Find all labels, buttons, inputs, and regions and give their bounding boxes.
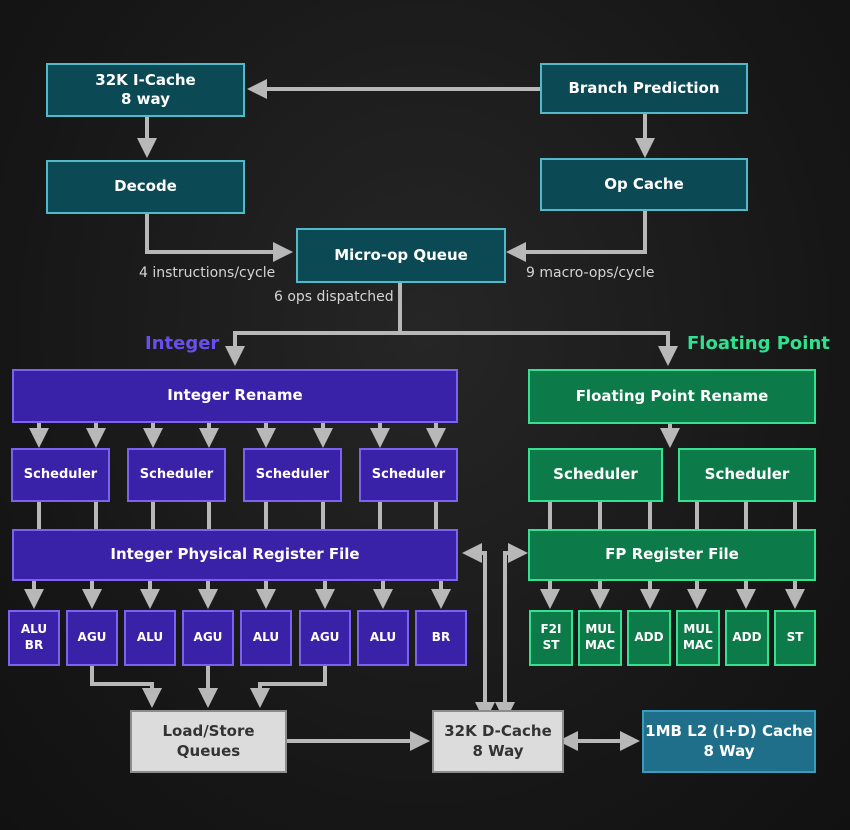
integer-unit-agu-1: AGU [66,610,118,666]
integer-heading: Integer [145,333,220,354]
fp-unit-add-2: ADD [725,610,769,666]
fp-unit-mul-mac-1: MUL MAC [578,610,622,666]
integer-rename-block: Integer Rename [12,369,458,423]
load-store-queues-block: Load/Store Queues [130,710,287,773]
fp-scheduler-2: Scheduler [678,448,816,502]
decode-block: Decode [46,160,245,214]
integer-scheduler-1: Scheduler [11,448,110,502]
micro-op-queue-block: Micro-op Queue [296,228,506,283]
integer-unit-br: BR [415,610,467,666]
fp-unit-st: ST [774,610,816,666]
integer-scheduler-4: Scheduler [359,448,458,502]
opcache-rate-label: 9 macro-ops/cycle [526,265,655,281]
integer-unit-alu-3: ALU [357,610,409,666]
l2-cache-block: 1MB L2 (I+D) Cache 8 Way [642,710,816,773]
icache-block: 32K I-Cache 8 way [46,63,245,117]
branch-prediction-block: Branch Prediction [540,63,748,114]
integer-unit-alu-1: ALU [124,610,176,666]
fp-scheduler-1: Scheduler [528,448,663,502]
integer-unit-agu-3: AGU [299,610,351,666]
dcache-block: 32K D-Cache 8 Way [432,710,564,773]
decode-rate-label: 4 instructions/cycle [139,265,276,281]
fp-unit-mul-mac-2: MUL MAC [676,610,720,666]
fp-register-file-block: FP Register File [528,529,816,581]
integer-unit-alu-br: ALU BR [8,610,60,666]
integer-unit-alu-2: ALU [240,610,292,666]
integer-register-file-block: Integer Physical Register File [12,529,458,581]
integer-scheduler-3: Scheduler [243,448,342,502]
integer-scheduler-2: Scheduler [127,448,226,502]
integer-unit-agu-2: AGU [182,610,234,666]
dispatch-rate-label: 6 ops dispatched [274,289,394,305]
floating-point-heading: Floating Point [687,333,830,354]
op-cache-block: Op Cache [540,158,748,211]
fp-unit-f2i-st: F2I ST [529,610,573,666]
fp-rename-block: Floating Point Rename [528,369,816,424]
fp-unit-add-1: ADD [627,610,671,666]
